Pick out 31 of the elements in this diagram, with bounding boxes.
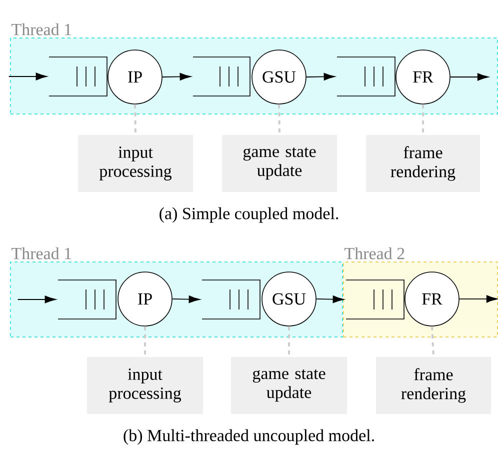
leader-line bbox=[144, 326, 146, 357]
arrow bbox=[450, 73, 489, 81]
caption: (b) Multi-threaded uncoupled model. bbox=[124, 429, 374, 445]
queue-symbol bbox=[48, 56, 108, 96]
leader-line bbox=[422, 104, 424, 135]
arrow bbox=[17, 296, 56, 304]
description-box: frame rendering bbox=[366, 135, 480, 192]
leader-line bbox=[288, 326, 290, 357]
leader-line bbox=[134, 104, 136, 135]
queue-symbol bbox=[192, 56, 250, 96]
queue-symbol bbox=[346, 280, 404, 320]
thread-label: Thread 2 bbox=[344, 247, 404, 260]
description-box: frame rendering bbox=[376, 356, 491, 414]
description-box: input processing bbox=[87, 356, 203, 414]
description-box: input processing bbox=[78, 135, 193, 192]
queue-symbol bbox=[336, 56, 396, 96]
leader-line bbox=[278, 104, 280, 135]
arrow bbox=[162, 72, 192, 80]
queue-symbol bbox=[58, 280, 116, 320]
arrow bbox=[316, 296, 344, 303]
description-box: game state update bbox=[231, 356, 347, 414]
caption: (a) Simple coupled model. bbox=[160, 207, 338, 223]
thread-label: Thread 1 bbox=[12, 247, 72, 260]
description-box: game state update bbox=[222, 135, 337, 192]
arrow bbox=[306, 72, 336, 80]
arrow bbox=[458, 295, 498, 303]
leader-line bbox=[431, 326, 434, 357]
queue-symbol bbox=[202, 280, 260, 320]
thread-label: Thread 1 bbox=[12, 23, 72, 36]
arrow bbox=[8, 72, 48, 80]
arrow bbox=[172, 296, 200, 303]
